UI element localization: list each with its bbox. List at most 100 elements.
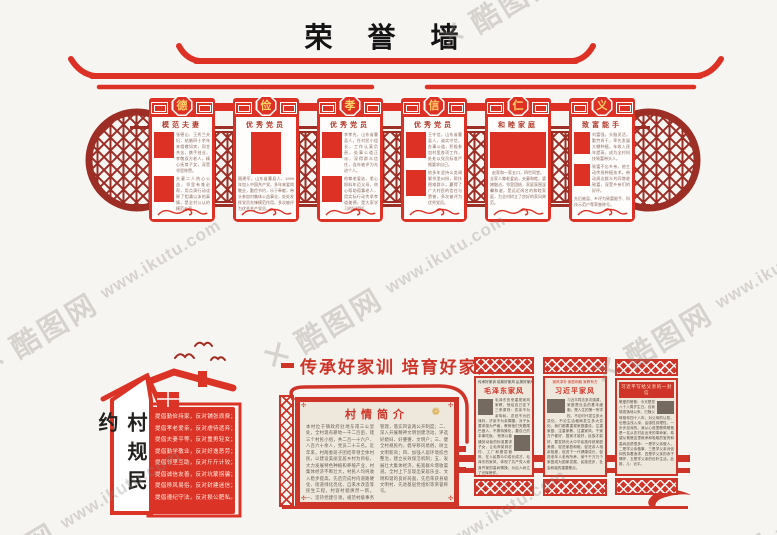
virtue-badge-icon: 德 [171,95,193,116]
panel-bio: 聂建军，山东省曹县人，1999年加入中国共产党。多年来爱岗敬业，勤俭节约，乐于奉… [238,176,294,211]
poster-xi-family: 家风淳朴 家庭和睦 家教有方 习近平家风 习近平同志多次强调，家庭是社会的基本细… [543,357,607,498]
photo-placeholder [574,164,590,186]
lattice-band-decoration [474,479,534,496]
photo-placeholder [322,176,342,202]
poster-body: 毛泽东历来重视家风家教，他给自己定下三条原则：恋亲不为亲徇私，念旧不为旧谋利，济… [478,398,530,439]
poster-body: 他常以普通劳动者的标准要求子女，让毛岸英到农村、工厂和基层锻炼，在人民群众中成长… [478,434,530,475]
beam-decoration [465,103,487,111]
connector-bar-decoration [676,468,690,473]
connector-bar-decoration [606,455,617,462]
panel-bio: 王守信，山东省曹县人，诚实守信，办事公道，积极参加村里各项工作，处处以党员标准严… [428,132,462,167]
lattice-band-decoration [615,359,678,376]
connector-bar-decoration [531,455,545,462]
rule-line: 提倡勤学敬业，反对好逸恶劳； [155,448,237,455]
heading-dash-decoration [281,363,294,368]
rule-line: 提倡勤俭持家，反对铺张浪费； [155,414,237,420]
panel-bio: 致富不忘乡亲，他主动传授种植技术，带动周边群众共同增收致富，深受乡亲们的好评。 [592,164,630,193]
panel-subtitle: 优秀党员 [330,121,370,129]
panel-bio: 他多年坚持义务调解邻里纠纷，帮扶困难群众，赢得了广大村民的信任与赞誉，多次被评为… [428,170,462,205]
heading-swoosh-decoration [289,384,469,444]
connector-bar-decoration [676,455,690,462]
cloud-motif-icon [493,208,544,216]
panel-subtitle: 优秀党员 [414,121,454,129]
kui-pattern-icon [364,102,381,114]
panel-bio: 刘富强，头脑灵活，勤劳肯干，率先发展大棚种植，年收入逐年提高，成为全村科技致富带… [592,132,630,161]
kui-pattern-icon [151,102,168,114]
virtue-badge-icon: 俭 [255,95,277,116]
beam-decoration [381,103,403,111]
photo-placeholder [514,435,530,452]
photo-placeholder [251,132,281,174]
poster-xi-letter: 习近平写给父亲的一封信 敬爱的爸爸：今天是您八十八周岁生日。自我呱呱落地以来，已… [615,359,678,497]
honor-panel-xin: 信 优秀党员 王守信，山东省曹县人，诚实守信，办事公道，积极参加村里各项工作，处… [401,95,467,222]
ikutu-logo-icon [0,336,15,385]
house-decoration [100,341,242,518]
panel-subtitle: 模范夫妻 [162,121,202,129]
photo-placeholder [154,176,174,202]
kui-pattern-icon [616,102,633,114]
village-intro-panel: ✣ ✣ ✣ ✣ 村情简介 ❁ 本村位于镇政府驻地东南三公里处，全村现有耕地一千二… [295,397,459,507]
poster-mao-family: 传承好家训 培育好家风 弘扬好家声 毛泽东家风 毛泽东历来重视家风家教，他给自己… [474,357,534,498]
photo-placeholder [406,132,426,158]
kui-pattern-icon [280,102,297,114]
corner-flourish-icon: ✣ [301,496,307,502]
family-style-heading: 传承好家训 培育好家风 [300,358,497,377]
kui-pattern-icon [196,102,213,114]
honor-panel-xiao: 孝 优秀党员 李孝先，山东省曹县人，任村民小组长，工作认真负责，处事公道正派，深… [317,95,383,222]
poster-title: 习近平家风 [555,388,595,395]
rule-line: 提倡邻里互助，反对斤斤计较； [155,460,237,467]
kui-pattern-icon [235,102,252,114]
cloud-motif-icon [577,208,628,216]
cloud-motif-icon [157,208,208,216]
kui-pattern-icon [571,102,588,114]
virtue-badge-icon: 仁 [507,95,529,116]
virtue-badge-icon: 义 [591,95,613,116]
page-title: 荣 誉 墙 [304,23,473,54]
connector-bar-decoration [459,455,475,462]
corner-flourish-icon: ✣ [447,496,453,502]
ikutu-logo-icon [255,331,300,380]
village-rules-panel: 提倡勤俭持家，反对铺张浪费； 提倡孝老爱亲，反对虐待遗弃； 提倡夫妻平等，反对重… [151,407,237,514]
rule-line: 提倡移风易俗，反对封建迷信； [155,483,237,490]
corner-flourish-icon: ✣ [301,403,307,409]
rule-line: 提倡诚信友善，反对坑蒙拐骗； [155,471,237,478]
poster-header: 家风淳朴 家庭和睦 家教有方 [552,380,598,384]
honor-panel-yi: 义 致富能手 刘富强，头脑灵活，勤劳肯干，率先发展大棚种植，年收入逐年提高，成为… [569,95,635,222]
photo-placeholder [322,132,342,158]
beam-decoration [549,103,571,111]
village-rules-title: 村规民约 [95,412,146,499]
honor-panel-jian: 俭 优秀党员 聂建军，山东省曹县人，1999年加入中国共产党。多年来爱岗敬业，勤… [233,95,299,222]
panel-bio: 全家人尊老爱幼，夫妻和睦，婆媳融洽，邻里团结，家庭氛围温馨和谐，是远近闻名的和睦… [490,176,546,205]
virtue-badge-icon: 信 [423,95,445,116]
lattice-band-decoration [543,479,607,496]
connector-bar-decoration [531,468,545,473]
panel-bio: 先后被县、乡评为致富能手、科技示范户等荣誉称号。 [574,196,630,207]
roof-lines-decoration [68,43,724,90]
kui-pattern-icon [532,102,549,114]
photo-placeholder [490,132,546,168]
birds-icon [174,341,226,361]
rule-line: 提倡遵纪守法，反对损公肥私。 [155,494,237,501]
photo-placeholder [406,170,426,196]
cloud-motif-icon [241,208,292,216]
cloud-motif-icon [409,208,460,216]
honor-panel-ren: 仁 和睦家庭 赵家和一家五口，四世同堂。 全家人尊老爱幼，夫妻和睦，婆媳融洽，邻… [485,95,551,222]
kui-pattern-icon [403,102,420,114]
rule-line: 提倡孝老爱亲，反对虐待遗弃； [155,425,237,432]
photo-placeholder [478,399,493,415]
cloud-motif-icon [325,208,376,216]
photo-placeholder [574,132,590,154]
poster-title: 毛泽东家风 [484,388,524,395]
poster-body: 敬爱的爸爸：今天是您八十八周岁生日。自我呱呱落地以来，已随父母相伴四十八年，对父… [619,400,674,467]
connector-bar-decoration [459,468,475,473]
honor-panel-de: 德 模范夫妻 张德山、王秀兰夫妇，结婚四十余年来相敬如宾，同甘共苦，携手创业，孝… [149,95,215,222]
kui-pattern-icon [448,102,465,114]
virtue-badge-icon: 孝 [339,95,361,116]
lattice-band-decoration [615,478,678,495]
panel-subtitle: 优秀党员 [246,121,286,129]
beam-decoration [297,103,319,111]
panel-bio: 李孝先，山东省曹县人，任村民小组长，工作认真负责，处事公道正派，深得群众信任，连… [344,132,378,173]
kui-pattern-icon [487,102,504,114]
rule-line: 提倡夫妻平等，反对重男轻女； [155,437,237,444]
